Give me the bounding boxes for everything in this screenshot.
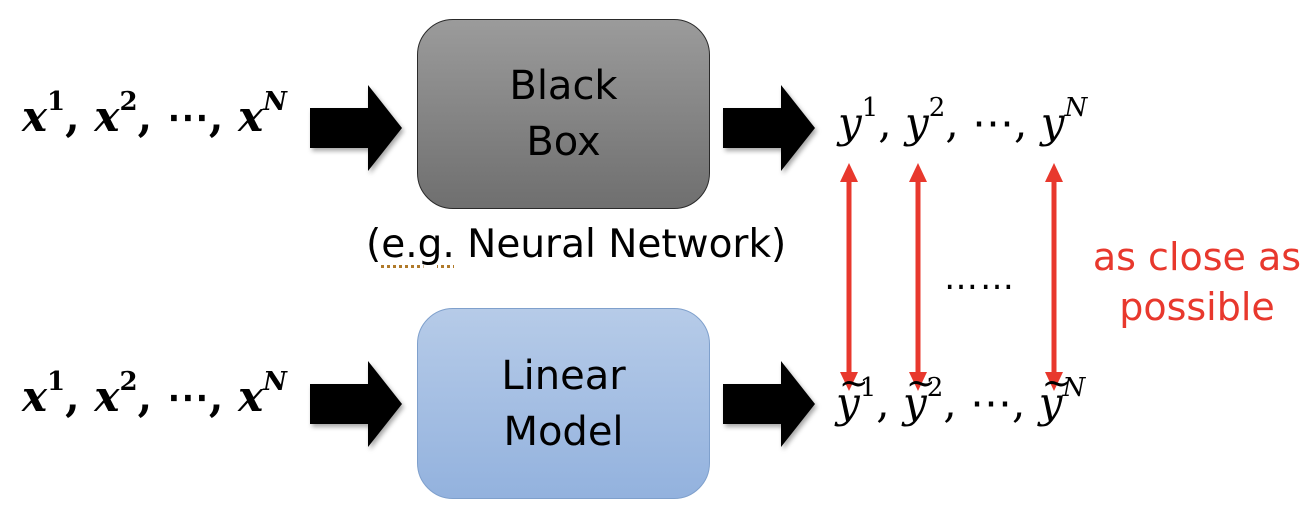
ellipsis: ⋯ — [970, 378, 1013, 427]
y-tilde-symbol: y — [1039, 363, 1071, 427]
double-arrow-icon — [1045, 163, 1063, 391]
comma: , — [943, 378, 957, 427]
comma: , — [208, 372, 224, 421]
y-tilde-symbol: y — [836, 363, 868, 427]
superscript: 2 — [926, 372, 944, 403]
caption-text: Neural Network) — [454, 222, 787, 267]
x-symbol: x — [94, 92, 120, 141]
superscript: N — [1064, 92, 1088, 123]
output-sequence-bottom: y1, y2, ⋯, yN — [836, 363, 1085, 427]
superscript: 1 — [859, 372, 877, 403]
x-symbol: x — [22, 372, 48, 421]
linear-model-label-line1: Linear — [501, 352, 626, 399]
y-symbol: y — [838, 98, 862, 147]
ellipsis: ⋯ — [166, 372, 209, 421]
comma: , — [137, 372, 153, 421]
arrow-right-icon — [723, 361, 815, 447]
caption-eg: e.g. — [381, 222, 455, 267]
comma: , — [876, 378, 890, 427]
superscript: 2 — [119, 86, 138, 117]
caption-paren: ( — [366, 222, 382, 267]
black-box-caption: (e.g. Neural Network) — [366, 222, 786, 267]
superscript: 2 — [119, 366, 138, 397]
comma: , — [137, 92, 153, 141]
input-sequence-bottom: x1, x2, ⋯, xN — [22, 368, 287, 421]
superscript: N — [263, 366, 287, 397]
superscript: 1 — [861, 92, 879, 123]
superscript: N — [263, 86, 287, 117]
black-box: Black Box — [417, 19, 710, 209]
linear-model-box: Linear Model — [417, 308, 710, 499]
linear-model-label-line2: Model — [503, 408, 624, 455]
double-arrow-icon — [909, 163, 927, 391]
comma: , — [208, 92, 224, 141]
x-symbol: x — [22, 92, 48, 141]
x-symbol: x — [238, 372, 264, 421]
comma: , — [1014, 98, 1028, 147]
as-close-as-possible-label: as close as possible — [1084, 232, 1310, 332]
ellipsis: ⋯ — [972, 98, 1015, 147]
comma: , — [878, 98, 892, 147]
ellipsis: ⋯ — [166, 92, 209, 141]
x-symbol: x — [238, 92, 264, 141]
double-arrow-icon — [840, 163, 858, 391]
superscript: 2 — [928, 92, 946, 123]
arrow-right-icon — [310, 85, 402, 171]
comma: , — [65, 92, 80, 141]
black-box-label-line1: Black — [509, 63, 618, 109]
x-symbol: x — [94, 372, 120, 421]
label-line2: possible — [1119, 285, 1275, 329]
superscript: 1 — [47, 366, 66, 397]
comma: , — [65, 372, 80, 421]
black-box-label-line2: Box — [526, 119, 601, 165]
arrow-right-icon — [310, 361, 402, 447]
arrow-right-icon — [723, 85, 815, 171]
y-tilde-symbol: y — [903, 363, 935, 427]
more-arrows-ellipsis: …… — [944, 258, 1016, 298]
input-sequence-top: x1, x2, ⋯, xN — [22, 88, 287, 141]
comma: , — [945, 98, 959, 147]
comma: , — [1012, 378, 1026, 427]
superscript: N — [1062, 372, 1086, 403]
label-line1: as close as — [1092, 235, 1302, 279]
output-sequence-top: y1, y2, ⋯, yN — [838, 94, 1087, 147]
y-symbol: y — [905, 98, 929, 147]
y-symbol: y — [1040, 98, 1065, 147]
superscript: 1 — [47, 86, 66, 117]
